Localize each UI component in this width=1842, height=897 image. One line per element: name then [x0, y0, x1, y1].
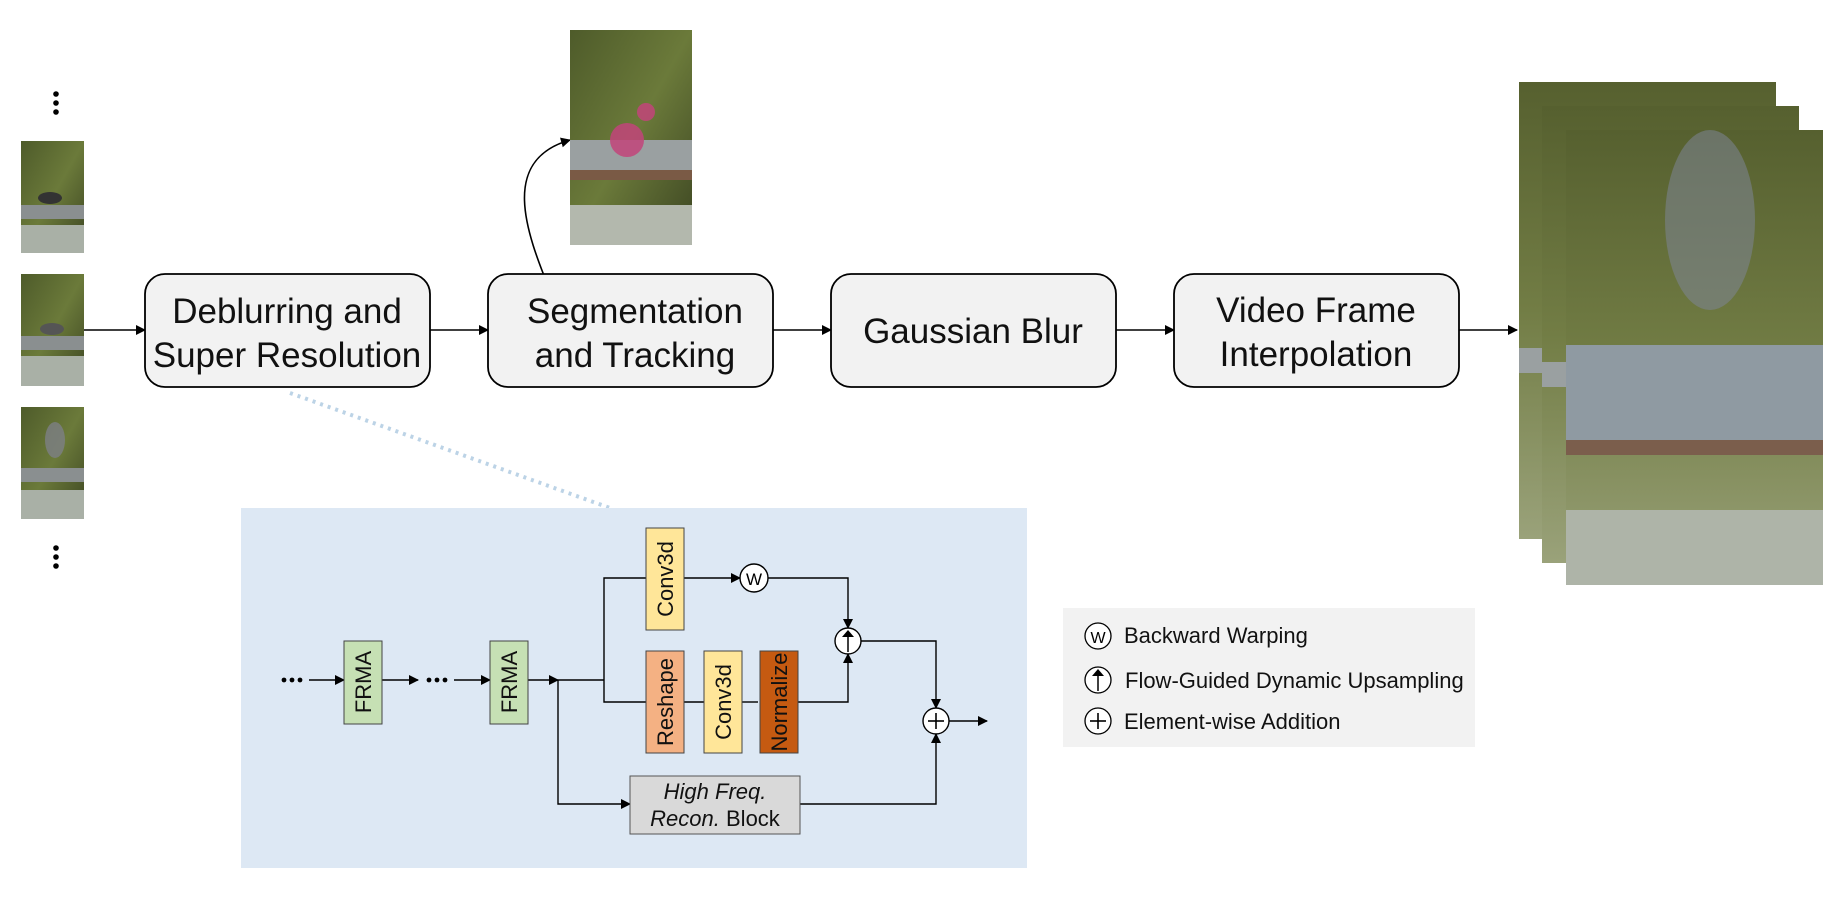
stage-label-line1: Video Frame	[1216, 291, 1416, 330]
vertical-ellipsis-icon	[53, 545, 59, 569]
legend-item-upsampling: Flow-Guided Dynamic Upsampling	[1084, 666, 1464, 694]
detail-connector-dotted	[289, 391, 611, 510]
output-frames	[1519, 82, 1823, 585]
conv3d-block-top: Conv3d	[645, 527, 685, 631]
stage-label-line1: Deblurring and	[172, 292, 402, 331]
input-frame-1	[21, 141, 84, 253]
stage-frame-interpolation: Video Frame Interpolation	[1173, 273, 1460, 388]
legend-label: Backward Warping	[1124, 623, 1308, 648]
high-freq-recon-block: High Freq. Recon. Block	[629, 775, 801, 835]
legend-item-addition: Element-wise Addition	[1084, 707, 1340, 735]
legend-warp-symbol: W	[1090, 630, 1106, 647]
reshape-label: Reshape	[653, 658, 678, 746]
frma-block-2: FRMA	[489, 640, 529, 725]
addition-icon	[922, 707, 950, 735]
conv3d-label: Conv3d	[653, 541, 678, 617]
svg-text:W: W	[746, 570, 762, 589]
stage-label-line2: Super Resolution	[153, 336, 422, 375]
normalize-block: Normalize	[759, 650, 799, 754]
normalize-label: Normalize	[767, 652, 792, 751]
backward-warping-icon: W	[739, 563, 769, 593]
detail-panel: FRMA FRMA Conv3d Reshape Conv3d Normaliz…	[241, 508, 1027, 868]
input-frame-2	[21, 274, 84, 386]
pipeline-arrows	[84, 137, 1518, 335]
legend-label: Flow-Guided Dynamic Upsampling	[1125, 668, 1464, 693]
frma-block-1: FRMA	[343, 640, 383, 725]
legend-item-warping: W Backward Warping	[1084, 622, 1308, 650]
legend-label: Element-wise Addition	[1124, 709, 1340, 734]
stage-label-line1: Gaussian Blur	[863, 312, 1083, 351]
ellipsis-icon	[281, 677, 303, 683]
ellipsis-icon	[426, 677, 448, 683]
stage-segmentation-tracking: Segmentation and Tracking	[487, 273, 774, 388]
conv3d-label: Conv3d	[711, 664, 736, 740]
hf-label-line2: Recon. Block	[650, 806, 781, 831]
upsampling-icon	[834, 627, 862, 655]
hf-label-line1: High Freq.	[664, 779, 767, 804]
output-frame-front	[1566, 130, 1823, 585]
segmentation-output-image	[570, 30, 692, 245]
input-frames	[21, 91, 84, 569]
stage-label-line1: Segmentation	[527, 292, 743, 331]
stage-gaussian-blur: Gaussian Blur	[830, 273, 1117, 388]
vertical-ellipsis-icon	[53, 91, 59, 115]
conv3d-block-middle: Conv3d	[703, 650, 743, 754]
legend: W Backward Warping Flow-Guided Dynamic U…	[1063, 608, 1475, 747]
frma-label: FRMA	[351, 651, 376, 714]
stage-label-line2: and Tracking	[535, 336, 735, 375]
stage-deblur-sr: Deblurring and Super Resolution	[144, 273, 431, 388]
frma-label: FRMA	[497, 651, 522, 714]
stage-label-line2: Interpolation	[1220, 335, 1413, 374]
detail-connections	[309, 573, 988, 809]
reshape-block: Reshape	[645, 650, 685, 754]
input-frame-3	[21, 407, 84, 519]
